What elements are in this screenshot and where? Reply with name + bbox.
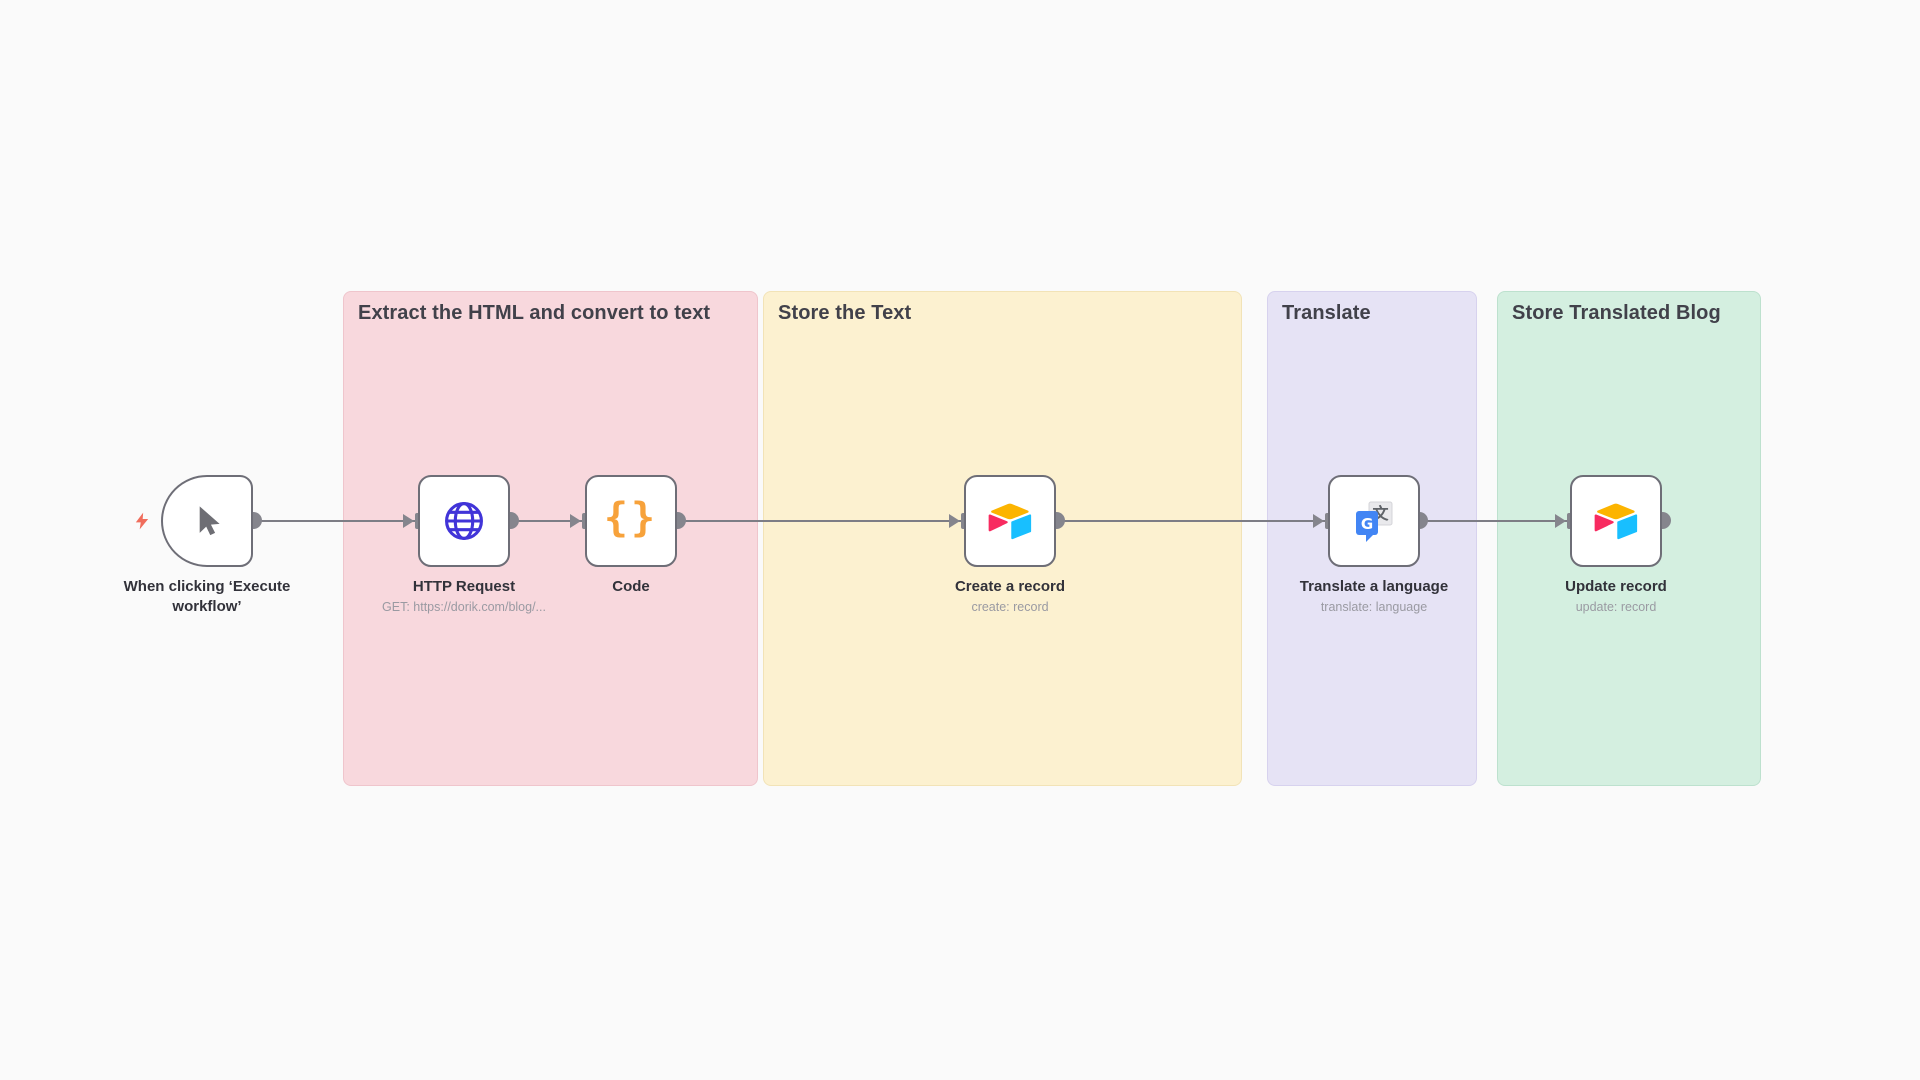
node-code[interactable]: {} Code xyxy=(521,475,741,597)
google-translate-icon: 文 G xyxy=(1356,501,1393,542)
node-subtitle: GET: https://dorik.com/blog/... xyxy=(382,599,546,614)
connection-line xyxy=(253,520,418,522)
cursor-icon xyxy=(199,506,220,536)
lightning-bolt-icon xyxy=(135,512,149,530)
node-subtitle: create: record xyxy=(971,599,1049,614)
input-port-arrow-icon xyxy=(949,514,960,528)
svg-text:G: G xyxy=(1361,515,1373,533)
curly-braces-icon: {} xyxy=(603,495,659,541)
node-label: Update record xyxy=(1565,578,1667,595)
connection-line xyxy=(1419,520,1570,522)
node-airtable-create-record[interactable]: Create a record create: record xyxy=(900,475,1120,614)
node-box[interactable]: {} xyxy=(585,475,677,567)
sticky-note-title: Extract the HTML and convert to text xyxy=(358,302,711,324)
connection-line xyxy=(677,520,964,522)
node-label: HTTP Request xyxy=(412,578,516,595)
sticky-note-title: Translate xyxy=(1282,302,1371,324)
airtable-icon xyxy=(1594,503,1638,539)
node-label: When clicking ‘Execute workflow’ xyxy=(123,578,291,615)
sticky-note-title: Store the Text xyxy=(778,302,912,324)
node-manual-trigger[interactable]: When clicking ‘Execute workflow’ xyxy=(97,475,317,616)
node-label: Create a record xyxy=(954,578,1066,595)
node-box[interactable] xyxy=(135,475,253,567)
node-label: Code xyxy=(612,578,650,595)
sticky-note-title: Store Translated Blog xyxy=(1512,302,1721,324)
input-port-arrow-icon xyxy=(1313,514,1324,528)
connection-line xyxy=(510,520,585,522)
airtable-icon xyxy=(988,503,1032,539)
connection-line xyxy=(1056,520,1328,522)
node-box[interactable] xyxy=(964,475,1056,567)
node-box[interactable]: 文 G xyxy=(1328,475,1420,567)
node-label: Translate a language xyxy=(1299,578,1449,595)
sticky-note-store-text[interactable]: Store the Text xyxy=(763,291,1242,786)
node-box[interactable] xyxy=(418,475,510,567)
input-port-arrow-icon xyxy=(1555,514,1566,528)
node-box[interactable] xyxy=(1570,475,1662,567)
globe-icon xyxy=(445,502,483,540)
node-subtitle: update: record xyxy=(1575,599,1657,614)
input-port-arrow-icon xyxy=(570,514,581,528)
input-port-arrow-icon xyxy=(403,514,414,528)
node-http-request[interactable]: HTTP Request GET: https://dorik.com/blog… xyxy=(354,475,574,614)
node-airtable-update-record[interactable]: Update record update: record xyxy=(1506,475,1726,614)
sticky-note-extract-html[interactable]: Extract the HTML and convert to text xyxy=(343,291,758,786)
node-subtitle: translate: language xyxy=(1320,599,1428,614)
node-google-translate[interactable]: 文 G Translate a language translate: lang… xyxy=(1264,475,1484,614)
